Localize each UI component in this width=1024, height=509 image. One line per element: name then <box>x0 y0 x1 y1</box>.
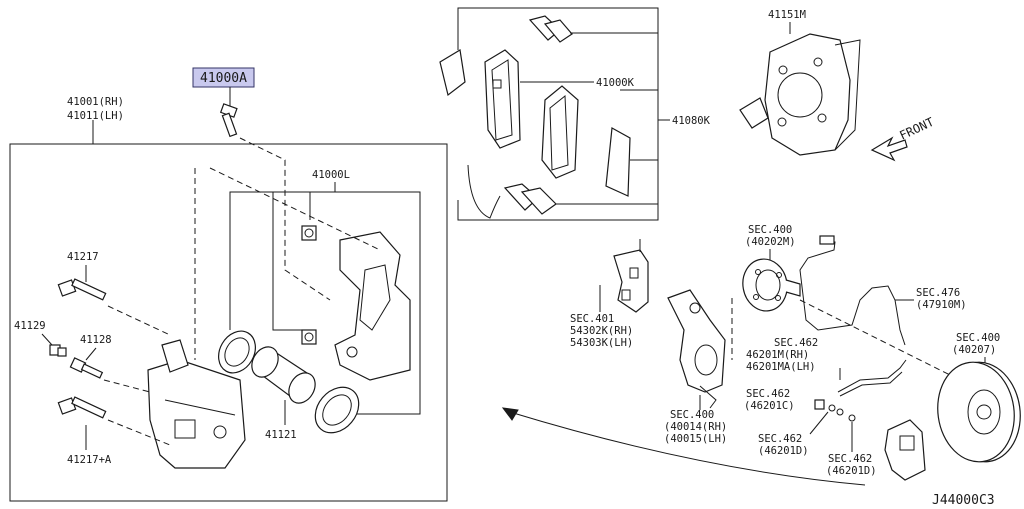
piston-seal <box>218 330 256 374</box>
caliper-body <box>147 339 246 469</box>
label-41000A[interactable]: 41000A <box>200 71 247 86</box>
highlighted-part-box[interactable] <box>192 67 255 88</box>
caliper-small <box>884 419 926 481</box>
nut-upper <box>301 225 317 241</box>
label-41151M: 41151M <box>768 9 806 21</box>
union-bolt <box>814 399 856 422</box>
splash-baffle <box>613 249 649 313</box>
label-41217a: 41217+A <box>67 454 112 466</box>
label-sec400-knuckle-rh: (40014(RH) <box>664 421 727 433</box>
bleeder-cap-41129 <box>49 344 67 357</box>
label-sec400-hub: SEC.400 <box>748 224 792 236</box>
brake-pad-inner <box>541 85 579 179</box>
pad-shim <box>439 49 466 97</box>
nut-lower <box>301 329 317 345</box>
label-sec476: SEC.476 <box>916 287 960 299</box>
label-sec462-c: SEC.462 <box>746 388 790 400</box>
label-sec462-d1-code: (46201D) <box>758 445 809 457</box>
label-sec400-knuckle-lh: (40015(LH) <box>664 433 727 445</box>
wheel-hub <box>742 258 801 312</box>
pad-clip-bottom <box>503 183 557 215</box>
caliper-bracket <box>334 231 411 381</box>
caliper-assembly-frame <box>9 143 448 502</box>
label-41121: 41121 <box>265 429 297 441</box>
steering-knuckle <box>667 289 726 409</box>
label-sec401: SEC.401 <box>570 313 614 325</box>
bolt-41000a <box>219 103 238 138</box>
front-label: FRONT <box>897 115 936 143</box>
pad-clip-top <box>528 15 573 43</box>
label-sec400-rotor-code: (40207) <box>952 344 996 356</box>
pad-shim-right <box>605 127 631 197</box>
label-sec400-knuckle: SEC.400 <box>670 409 714 421</box>
label-sec401-rh: 54302K(RH) <box>570 325 633 337</box>
label-41001-rh: 41001(RH) <box>67 96 124 108</box>
label-sec400-hub-code: (40202M) <box>745 236 796 248</box>
front-direction-arrow: FRONT <box>870 115 936 162</box>
abs-sensor-wire <box>799 239 906 346</box>
brake-hose <box>837 359 907 393</box>
label-sec462-hose-lh: 46201MA(LH) <box>746 361 816 373</box>
label-sec462-c-code: (46201C) <box>744 400 795 412</box>
label-sec462-d2-code: (46201D) <box>826 465 877 477</box>
pad-wear-spring <box>467 164 501 219</box>
label-41000L: 41000L <box>312 169 350 181</box>
label-41080K: 41080K <box>672 115 711 127</box>
label-sec462-hose-rh: 46201M(RH) <box>746 349 809 361</box>
reference-arrow <box>509 411 866 486</box>
label-41129: 41129 <box>14 320 46 332</box>
bolt-41217a <box>57 396 107 419</box>
bolt-41217 <box>57 278 107 301</box>
label-41011-lh: 41011(LH) <box>67 110 124 122</box>
label-sec476-code: (47910M) <box>916 299 967 311</box>
label-sec401-lh: 54303K(LH) <box>570 337 633 349</box>
piston-41121 <box>251 346 316 404</box>
label-41000K: 41000K <box>596 77 635 89</box>
pad-kit-frame <box>457 7 659 221</box>
label-sec462-hose: SEC.462 <box>774 337 818 349</box>
dust-shield <box>739 33 861 156</box>
label-sec400-rotor: SEC.400 <box>956 332 1000 344</box>
brake-pad-outer <box>484 49 521 149</box>
bleeder-screw-41128 <box>69 357 104 379</box>
label-sec462-d2: SEC.462 <box>828 453 872 465</box>
brake-rotor <box>937 361 1021 463</box>
label-41217: 41217 <box>67 251 99 263</box>
label-41128: 41128 <box>80 334 112 346</box>
piston-boot <box>314 386 360 434</box>
label-sec462-d1: SEC.462 <box>758 433 802 445</box>
diagram-code: J44000C3 <box>932 493 995 508</box>
